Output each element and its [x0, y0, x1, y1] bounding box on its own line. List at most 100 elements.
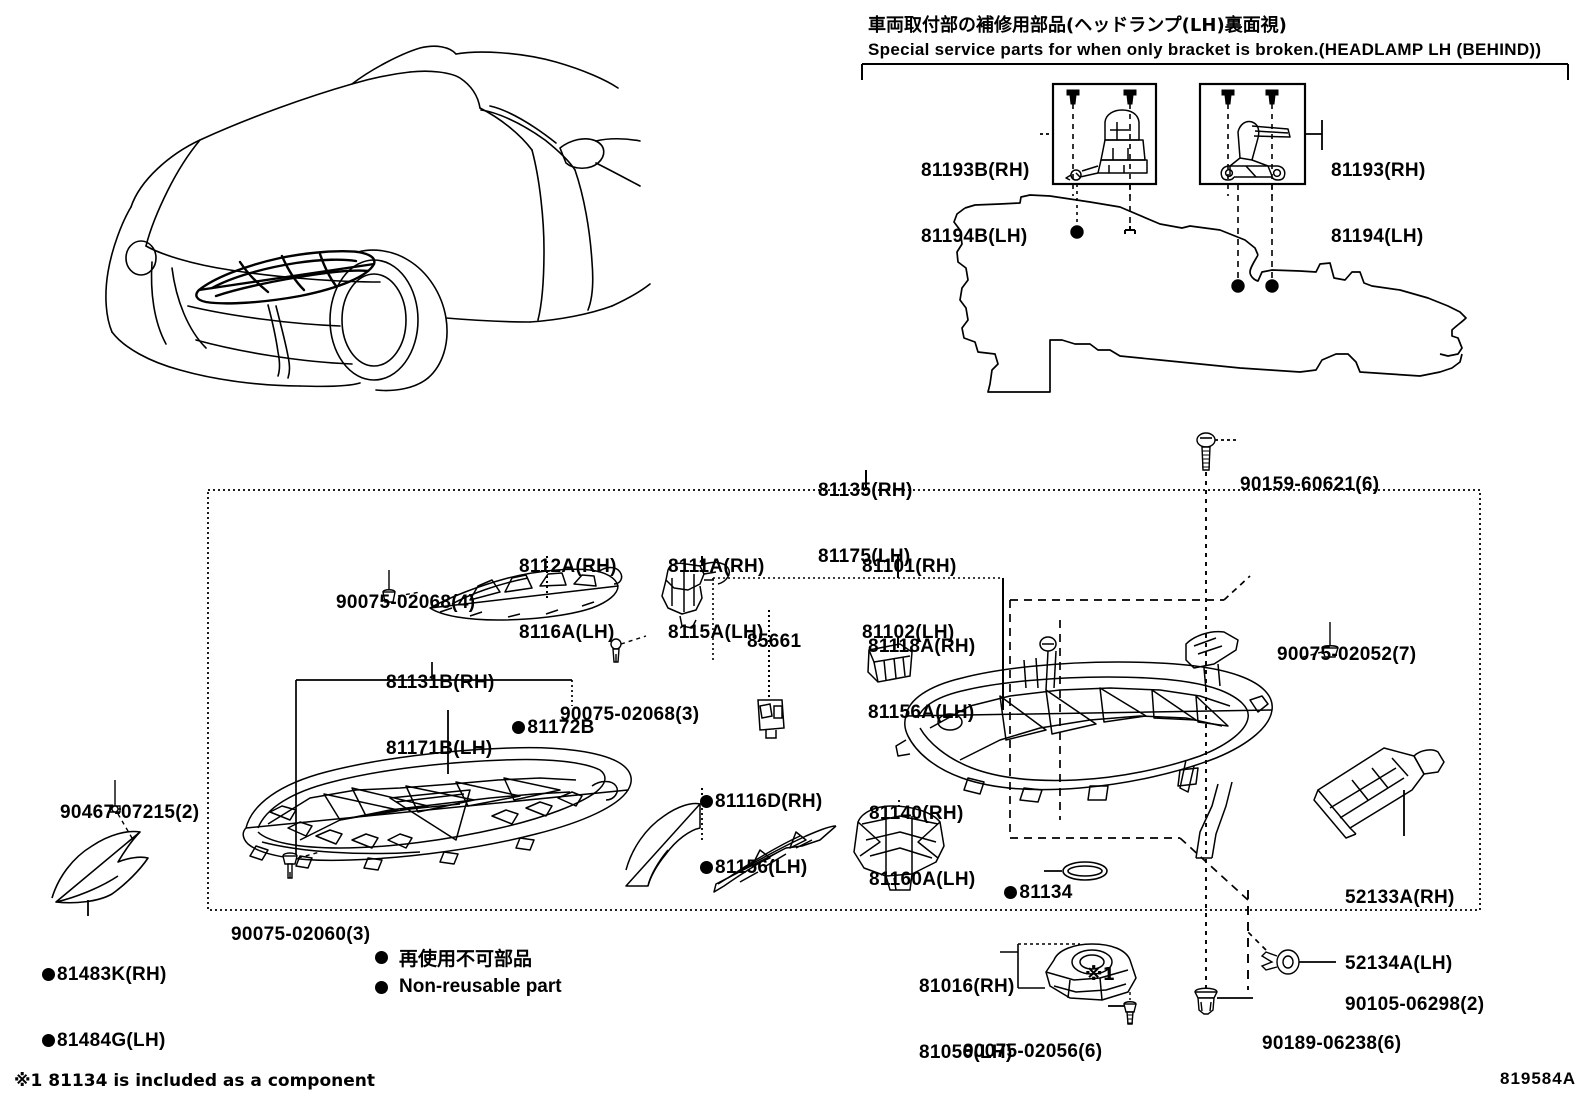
part-label-90189-06238: 90189-06238(6) [1262, 991, 1401, 1096]
part-label-81172b: 81172B [490, 696, 595, 759]
bracket-part-right [1220, 120, 1291, 181]
part-85661-shape [757, 699, 785, 739]
part-text: 81056(LH) [919, 1042, 1013, 1063]
screw-90159 [1196, 432, 1236, 471]
non-reusable-bullet [375, 950, 388, 964]
bracket-box-left [1051, 82, 1158, 186]
part-label-90075-02068-4: 90075-02068(4) [336, 550, 475, 655]
legend-row-en: Non-reusable part [375, 972, 562, 1002]
part-label-81134: 81134 [982, 861, 1073, 924]
part-text: 85661 [747, 631, 802, 652]
part-label-85661: 85661 [747, 589, 801, 694]
diagram-id: 819584A [1499, 1069, 1576, 1088]
component-marker-1: ※1 [1085, 922, 1115, 1027]
clip-90075-02060 [282, 851, 321, 879]
bracket-box-right [1198, 82, 1307, 186]
part-label-81016: 81016(RH) 81056(LH) [919, 932, 1015, 1108]
legend-row-jp: 再使用不可部品 [375, 942, 562, 972]
part-text: 8115A(LH) [668, 622, 764, 643]
part-text: 81160A(LH) [869, 869, 976, 890]
part-text: 90105-06298(2) [1345, 994, 1485, 1015]
bracket-right-line-2: 81194(LH) [1331, 226, 1424, 247]
part-text: ※1 [1085, 964, 1116, 985]
bracket-right-guides [1227, 104, 1273, 196]
part-text: 81484G(LH) [57, 1030, 166, 1051]
part-label-8111a: 8111A(RH) 8115A(LH) [668, 512, 765, 688]
bracket-label-right: 81193(RH) 81194(LH) [1331, 116, 1426, 292]
footnote: ※1 81134 is included as a component [14, 1071, 376, 1091]
part-text: 81140(RH) [869, 803, 964, 824]
part-text: 52134A(LH) [1345, 953, 1453, 974]
part-label-90159-60621: 90159-60621(6) [1240, 432, 1379, 537]
panel-bolt-markers [1070, 225, 1279, 293]
part-label-90075-02052: 90075-02052(7) [1277, 602, 1416, 707]
legend-label-en: Non-reusable part [399, 976, 562, 997]
part-label-81131b: 81131B(RH) 81171B(LH) [386, 628, 495, 804]
part-label-90467-07215: 90467-07215(2) [60, 760, 199, 865]
part-label-90075-02068-3: 90075-02068(3) [560, 662, 699, 767]
part-label-90075-02056: 90075-02056(6) [963, 999, 1102, 1104]
part-text: 81134 [1019, 882, 1073, 903]
bracket-left-screws [1066, 89, 1137, 105]
bracket-left-line-1: 81193B(RH) [921, 160, 1030, 181]
service-note-en: Special service parts for when only brac… [868, 40, 1542, 59]
bracket-right-line-1: 81193(RH) [1331, 160, 1426, 181]
part-text: 52133A(RH) [1345, 887, 1455, 908]
part-text: 81118A(RH) [868, 636, 976, 657]
part-text: 90467-07215(2) [60, 802, 200, 823]
part-row: 81156(LH) [700, 857, 823, 879]
part-text: 8111A(RH) [668, 556, 765, 577]
part-text: 81483K(RH) [57, 964, 167, 985]
part-text: 81156A(LH) [868, 702, 975, 723]
non-reusable-bullet [1004, 886, 1018, 899]
part-text: 81156(LH) [715, 857, 808, 878]
part-text: 90075-02060(3) [231, 924, 371, 945]
part-label-8112a: 8112A(RH) 8116A(LH) [519, 512, 617, 688]
part-text: 8112A(RH) [519, 556, 617, 577]
part-text: 81171B(LH) [386, 738, 493, 759]
part-label-81118a: 81118A(RH) 81156A(LH) [868, 592, 976, 768]
non-reusable-bullet [42, 1034, 55, 1047]
part-label-90105-06298: 90105-06298(2) [1345, 952, 1484, 1057]
service-note-jp: 車両取付部の補修用部品(ヘッドランプ(LH)裏面視) [868, 15, 1287, 36]
non-reusable-bullet [512, 721, 526, 734]
part-label-52133a: 52133A(RH) 52134A(LH) [1345, 843, 1455, 1019]
bracket-left-line-2: 81194B(LH) [921, 226, 1028, 247]
legend-label-jp: 再使用不可部品 [399, 947, 533, 970]
legend: 再使用不可部品 Non-reusable part [375, 942, 562, 1002]
bracket-right-screws [1221, 89, 1279, 105]
panel-guides [1076, 184, 1273, 280]
assembly-header-label: 81135(RH) 81175(LH) [818, 436, 913, 612]
part-text: 90075-02068(3) [560, 704, 700, 725]
service-note-frame [861, 63, 1569, 80]
bolt-90105 [1247, 931, 1336, 975]
non-reusable-bullet [42, 968, 55, 981]
part-text: 90159-60621(6) [1240, 474, 1380, 495]
part-52133a-shape [1313, 747, 1445, 839]
part-row: 81484G(LH) [42, 1030, 167, 1052]
bracket-left-guides [1072, 104, 1131, 196]
bracket-part-left [1065, 109, 1148, 181]
part-row: 81483K(RH) [42, 964, 167, 986]
part-text: 90075-02056(6) [963, 1041, 1103, 1062]
assembly-header-line-2: 81175(LH) [818, 546, 911, 567]
part-text: 8116A(LH) [519, 622, 615, 643]
part-text: 81116D(RH) [715, 791, 823, 812]
part-text: 81131B(RH) [386, 672, 495, 693]
bracket-label-left: 81193B(RH) 81194B(LH) [921, 116, 1030, 292]
part-label-81101: 81101(RH) 81102(LH) [862, 512, 957, 688]
part-text: 90075-02068(4) [336, 592, 476, 613]
bracket-leaders [1040, 120, 1323, 150]
non-reusable-bullet [700, 795, 713, 808]
part-81116d-shape [625, 802, 701, 887]
part-text: 81016(RH) [919, 976, 1015, 997]
part-label-81483k: 81483K(RH) 81484G(LH) [42, 920, 167, 1096]
part-row: 81116D(RH) [700, 791, 823, 813]
part-text: 81172B [527, 717, 595, 738]
assembly-header-line-1: 81135(RH) [818, 480, 913, 501]
clip-90189 [1194, 987, 1253, 1015]
non-reusable-bullet [700, 861, 713, 874]
part-label-81140: 81140(RH) 81160A(LH) [869, 759, 976, 935]
housing-projection-guides [1009, 575, 1251, 901]
